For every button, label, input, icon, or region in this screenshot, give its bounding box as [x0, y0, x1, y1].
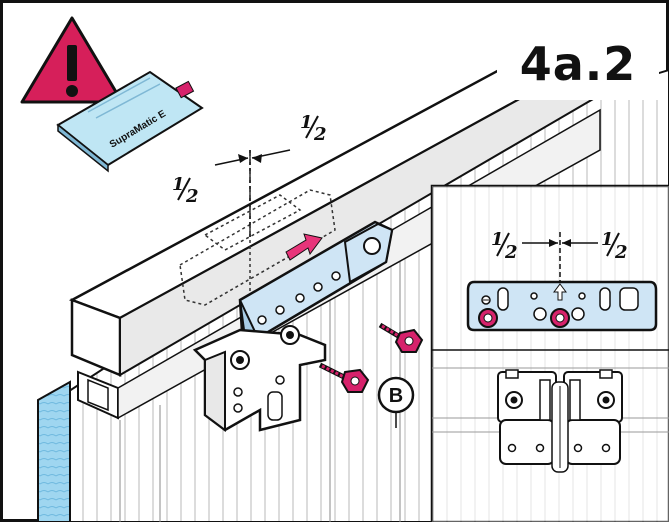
- inset-hinge-left: [497, 369, 557, 465]
- inset-dimension: [522, 232, 598, 300]
- inset-hinge-right: [551, 369, 623, 473]
- svg-text:1: 1: [300, 112, 313, 133]
- inset-bracket-plate: [466, 280, 658, 332]
- wood-beam: [37, 380, 71, 522]
- half-label-inset-right: 1 2: [601, 229, 628, 263]
- inset-detail-panel: [430, 184, 669, 522]
- manual-booklet-icon: SupraMatic E: [56, 70, 204, 173]
- pink-direction-arrow-icon: [285, 233, 323, 261]
- svg-text:2: 2: [614, 242, 628, 263]
- half-label-top: 1 2: [300, 112, 327, 145]
- svg-text:1: 1: [601, 229, 614, 250]
- warning-triangle-icon: [20, 16, 124, 104]
- step-number-box: 4a.2: [497, 28, 659, 100]
- hex-screw-icon: [318, 362, 370, 393]
- hex-screw-icon: [378, 322, 424, 353]
- svg-text:B: B: [389, 385, 403, 407]
- hinge-bracket: [192, 325, 327, 432]
- svg-text:2: 2: [185, 186, 199, 207]
- dimension-center-mark: [214, 149, 291, 240]
- callout-b: B: [377, 376, 415, 428]
- step-number: 4a.2: [519, 37, 637, 91]
- svg-text:1: 1: [172, 174, 185, 195]
- half-label-left: 1 2: [172, 174, 199, 207]
- svg-text:1: 1: [491, 229, 504, 250]
- svg-text:2: 2: [313, 124, 327, 145]
- svg-text:2: 2: [504, 242, 518, 263]
- half-label-inset-left: 1 2: [491, 229, 518, 263]
